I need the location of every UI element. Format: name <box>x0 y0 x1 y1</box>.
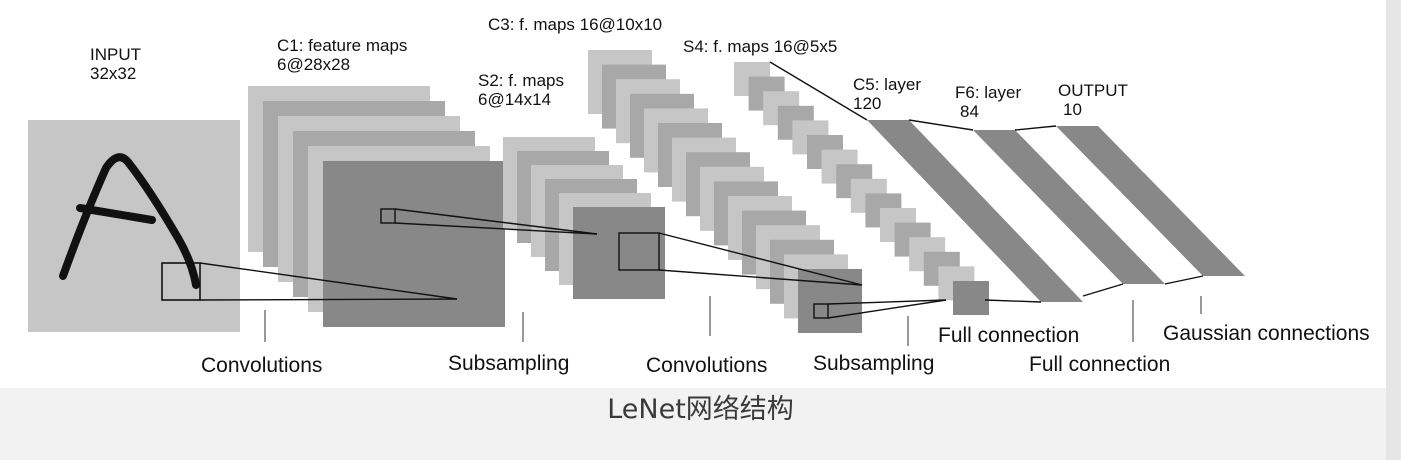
c5-band <box>867 120 1083 302</box>
c1-labels: C1: feature maps 6@28x28 <box>277 36 407 74</box>
s2-labels: S2: f. maps 6@14x14 <box>478 71 564 109</box>
c5-layer: C5: layer 120 <box>853 75 1083 302</box>
conv1-label: Convolutions <box>201 354 322 377</box>
s4-layer <box>734 62 989 315</box>
f6-title-text: F6: layer <box>955 83 1021 102</box>
sub1-line-top <box>394 208 598 235</box>
c3-layer <box>588 50 862 333</box>
f6-to-output-bottom-line <box>1164 275 1204 285</box>
page-scrollbar[interactable] <box>1386 0 1401 460</box>
input-letter-a-crossbar <box>76 204 156 224</box>
output-size-text: 10 <box>1063 100 1082 119</box>
f6-band <box>973 130 1165 284</box>
conv2-line-bottom <box>658 269 863 286</box>
c3-receptive-field <box>813 303 829 319</box>
figure-caption: LeNet网络结构 <box>607 394 794 425</box>
input-layer: INPUT 32x32 <box>28 45 240 332</box>
s4-map-16 <box>953 281 989 315</box>
c1-size-text: 6@28x28 <box>277 55 350 74</box>
sub1-label: Subsampling <box>448 352 569 375</box>
s2-title-text: S2: f. maps <box>478 71 564 90</box>
connection-lines <box>199 208 947 319</box>
c5-size-text: 120 <box>853 94 881 113</box>
s4-to-c5-bottom-line <box>984 299 1042 303</box>
c1-layer <box>248 86 505 327</box>
conv2-label: Convolutions <box>646 354 767 377</box>
full-connection-lines <box>769 61 1204 303</box>
operation-labels: Convolutions Subsampling Convolutions Su… <box>201 322 1370 377</box>
s4-to-c5-line <box>769 61 868 121</box>
input-title-text: INPUT <box>90 45 141 64</box>
lenet-architecture-diagram: INPUT 32x32 C1: feature maps 6@28x28 S2:… <box>0 0 1386 388</box>
conv2-line-top <box>658 232 863 286</box>
sub1-line-bottom <box>394 222 598 235</box>
conv1-line-top <box>199 262 458 300</box>
output-title-text: OUTPUT <box>1058 81 1128 100</box>
conv1-line-bottom <box>199 298 458 301</box>
c5-to-f6-bottom-line <box>1082 283 1124 297</box>
c5-title-text: C5: layer <box>853 75 921 94</box>
operation-ticks <box>264 296 1202 346</box>
s2-size-text: 6@14x14 <box>478 90 551 109</box>
gauss-label: Gaussian connections <box>1163 322 1370 345</box>
c3-map-16 <box>798 269 862 333</box>
c1-title-text: C1: feature maps <box>277 36 407 55</box>
output-band <box>1056 126 1245 276</box>
sub2-line-bottom <box>827 299 947 319</box>
c1-map-6 <box>323 161 505 327</box>
f6-layer: F6: layer 84 <box>955 83 1165 284</box>
sub2-line-top <box>827 299 947 305</box>
f6-size-text: 84 <box>960 102 979 121</box>
full2-label: Full connection <box>1029 353 1170 376</box>
full1-label: Full connection <box>938 324 1079 347</box>
c5-to-f6-top-line <box>908 119 974 131</box>
s2-receptive-field <box>618 232 660 271</box>
s4-title-text: S4: f. maps 16@5x5 <box>683 37 837 56</box>
sub2-label: Subsampling <box>813 352 934 375</box>
input-size-text: 32x32 <box>90 64 136 83</box>
output-layer: OUTPUT 10 <box>1056 81 1245 276</box>
input-image <box>28 120 240 332</box>
c1-receptive-field <box>380 208 396 224</box>
input-receptive-field <box>161 262 201 301</box>
f6-to-output-top-line <box>1014 125 1057 131</box>
c3-title-text: C3: f. maps 16@10x10 <box>488 15 662 34</box>
